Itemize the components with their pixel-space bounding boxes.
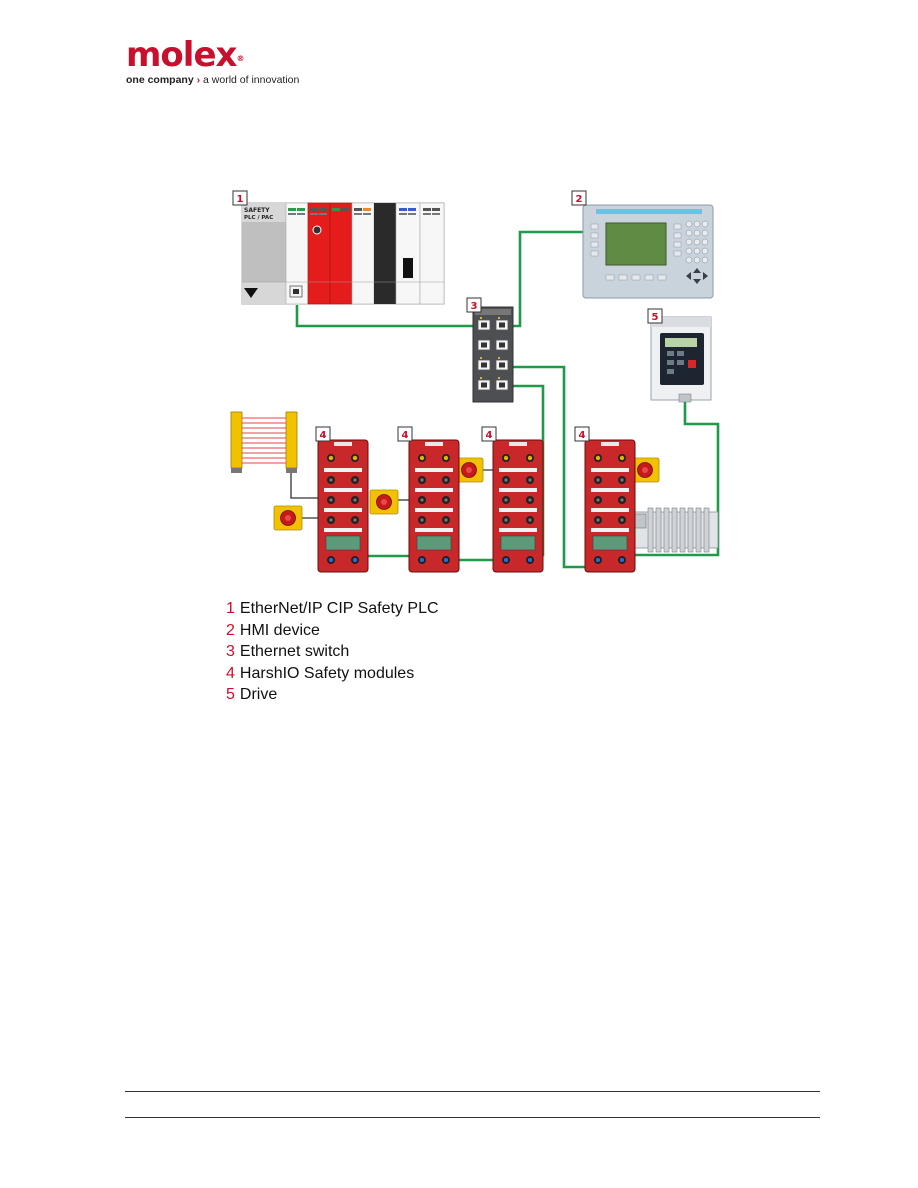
hmi-device <box>582 204 714 299</box>
harshio-module <box>492 439 544 573</box>
valve-terminal <box>633 507 719 553</box>
plc-label-line2: PLC / PAC <box>244 215 273 221</box>
ethernet-switch <box>472 306 514 403</box>
drive-unit <box>650 316 712 403</box>
plc-arrow-icon <box>244 288 258 298</box>
network-diagram: SAFETY PLC / PAC <box>230 190 720 573</box>
callout-number: 4 <box>402 430 409 441</box>
callout-number: 4 <box>579 430 586 441</box>
callout-number: 1 <box>237 194 244 205</box>
estop-icon <box>369 489 399 515</box>
molex-logo: molex® one company › a world of innovati… <box>126 38 299 86</box>
harshio-module <box>317 439 369 573</box>
callout-number: 4 <box>486 430 493 441</box>
logo-wordmark: molex® <box>126 35 244 75</box>
callout-number: 5 <box>652 312 659 323</box>
safety-plc-rack: SAFETY PLC / PAC <box>241 202 445 305</box>
light-curtain <box>230 411 298 473</box>
estop-icon <box>273 505 303 531</box>
callout-number: 4 <box>320 430 327 441</box>
callout-number: 2 <box>576 194 583 205</box>
harshio-module <box>408 439 460 573</box>
footer-rule-bottom <box>125 1117 820 1118</box>
callout-badges: 1 2 3 4 4 4 4 5 <box>232 190 663 442</box>
plc-label-line1: SAFETY <box>244 207 270 214</box>
logo-tagline: one company › a world of innovation <box>126 74 300 86</box>
callout-number: 3 <box>471 301 478 312</box>
harshio-module <box>584 439 636 573</box>
footer-rule-top <box>125 1091 820 1092</box>
